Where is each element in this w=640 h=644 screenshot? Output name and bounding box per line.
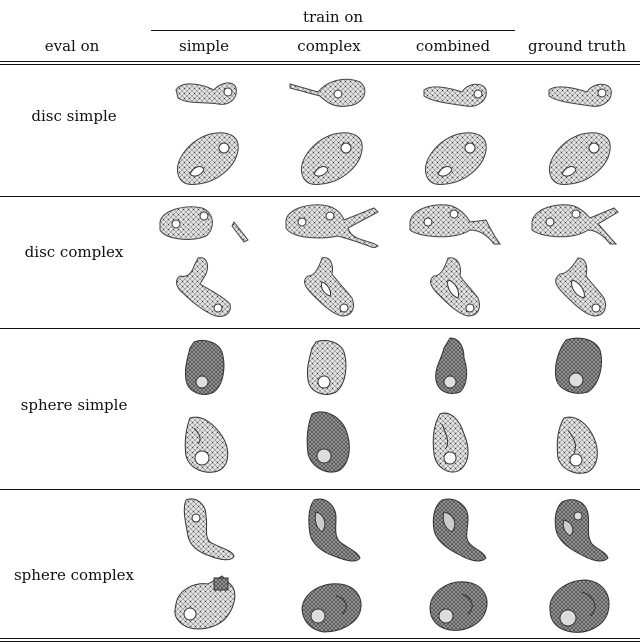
shape-disc-complex-complex-1 bbox=[285, 204, 379, 248]
shape-disc-complex-simple-2 bbox=[176, 257, 231, 317]
shape-disc-simple-gt-1 bbox=[548, 83, 612, 107]
shape-disc-complex-gt-2 bbox=[555, 257, 607, 317]
shape-sphere-simple-gt-2 bbox=[556, 416, 598, 474]
row-separator-1 bbox=[0, 196, 640, 197]
column-header-ground-truth: ground truth bbox=[527, 37, 627, 55]
row-separator-3 bbox=[0, 489, 640, 490]
row-label-disc-simple: disc simple bbox=[31, 107, 117, 125]
shape-sphere-simple-simple-1 bbox=[185, 339, 225, 395]
shape-sphere-complex-gt-2 bbox=[549, 579, 610, 633]
bottom-rule-1 bbox=[0, 638, 640, 639]
column-header-simple: simple bbox=[179, 37, 229, 55]
shape-sphere-complex-combined-2 bbox=[429, 581, 488, 631]
shape-sphere-simple-complex-2 bbox=[306, 411, 350, 473]
shape-sphere-simple-combined-2 bbox=[432, 412, 469, 473]
shape-disc-complex-gt-1 bbox=[531, 204, 619, 245]
shape-sphere-simple-combined-1 bbox=[435, 337, 468, 394]
shape-sphere-complex-complex-1 bbox=[308, 498, 361, 562]
shape-disc-simple-complex-1 bbox=[289, 78, 366, 107]
shape-disc-simple-simple-1 bbox=[175, 82, 237, 105]
shape-sphere-simple-gt-1 bbox=[555, 337, 602, 394]
row-label-sphere-complex: sphere complex bbox=[13, 566, 135, 584]
shape-sphere-simple-complex-1 bbox=[307, 339, 347, 395]
eval-on-header: eval on bbox=[44, 37, 100, 55]
column-header-combined: combined bbox=[415, 37, 491, 55]
bottom-rule-2 bbox=[0, 641, 640, 642]
shape-disc-simple-complex-2 bbox=[300, 132, 363, 185]
shape-sphere-complex-complex-2 bbox=[301, 583, 362, 633]
shape-disc-complex-simple-1 bbox=[159, 206, 249, 243]
shape-sphere-complex-simple-1 bbox=[183, 498, 235, 561]
shape-disc-complex-complex-2 bbox=[304, 257, 355, 317]
column-header-complex: complex bbox=[297, 37, 361, 55]
shape-disc-simple-combined-2 bbox=[424, 132, 487, 185]
shape-disc-simple-simple-2 bbox=[176, 132, 239, 185]
header-rule-1 bbox=[0, 61, 640, 62]
row-separator-2 bbox=[0, 328, 640, 329]
shape-sphere-simple-simple-2 bbox=[184, 416, 229, 473]
shape-disc-simple-gt-2 bbox=[548, 132, 611, 185]
shape-sphere-complex-gt-1 bbox=[554, 499, 609, 562]
shape-disc-complex-combined-2 bbox=[430, 257, 481, 317]
train-on-label: train on bbox=[302, 8, 364, 26]
shape-sphere-complex-simple-2 bbox=[174, 575, 236, 630]
shape-disc-simple-combined-1 bbox=[423, 83, 487, 107]
train-on-underline bbox=[151, 30, 515, 31]
row-label-sphere-simple: sphere simple bbox=[20, 396, 128, 414]
header-rule-2 bbox=[0, 64, 640, 65]
shape-sphere-complex-combined-1 bbox=[432, 498, 487, 562]
row-label-disc-complex: disc complex bbox=[24, 243, 124, 261]
shape-disc-complex-combined-1 bbox=[409, 204, 501, 245]
